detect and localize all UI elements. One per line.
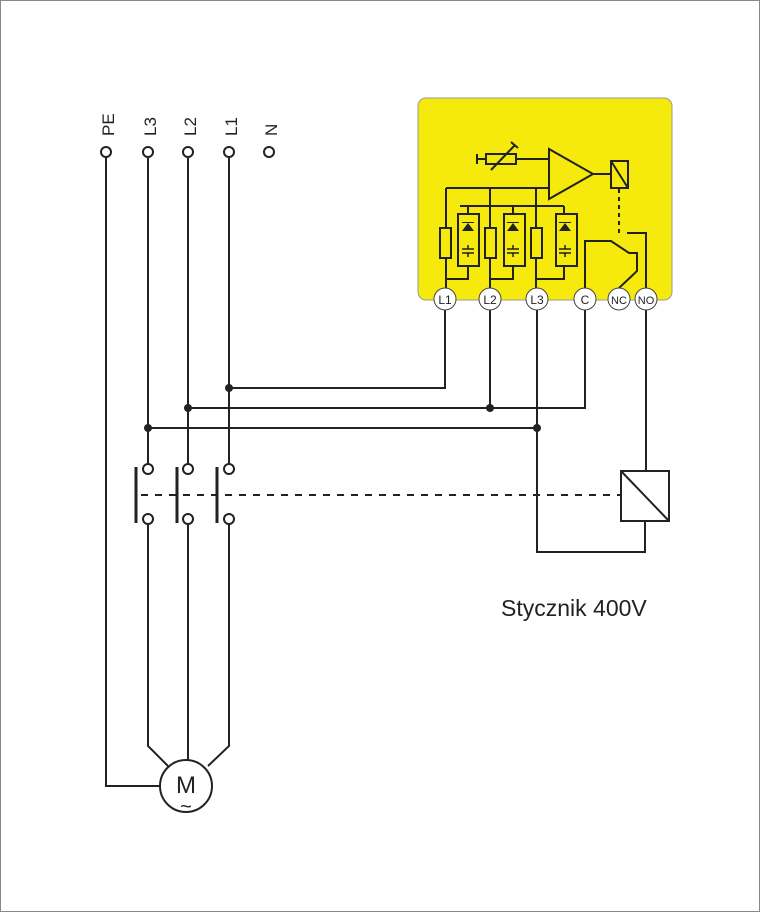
- diode-symbols: [462, 222, 571, 231]
- terminal-l2: L2: [483, 293, 497, 307]
- control-module: [417, 97, 673, 301]
- supply-labels: PE L3 L2 L1 N: [99, 113, 281, 136]
- junction-dots: [144, 384, 541, 432]
- contactor-caption: Stycznik 400V: [501, 595, 647, 621]
- terminal-l1: L1: [438, 293, 452, 307]
- power-wires: [105, 157, 647, 787]
- motor: M ~: [159, 759, 213, 818]
- label-l2: L2: [181, 117, 200, 136]
- label-n: N: [262, 124, 281, 136]
- module-terminals: L1 L2 L3 C NC NO: [433, 287, 658, 311]
- motor-label: M: [176, 772, 196, 799]
- contactor-coil: [620, 470, 670, 522]
- contactor-contacts: [134, 463, 621, 525]
- motor-ac-symbol: ~: [180, 796, 192, 818]
- terminal-nc: NC: [611, 295, 627, 307]
- module-internals: [439, 141, 647, 289]
- terminal-l3: L3: [530, 293, 544, 307]
- terminal-no: NO: [638, 295, 655, 307]
- label-l3: L3: [141, 117, 160, 136]
- label-pe: PE: [99, 113, 118, 136]
- label-l1: L1: [222, 117, 241, 136]
- supply-terminals: [100, 146, 275, 158]
- terminal-c: C: [581, 293, 590, 307]
